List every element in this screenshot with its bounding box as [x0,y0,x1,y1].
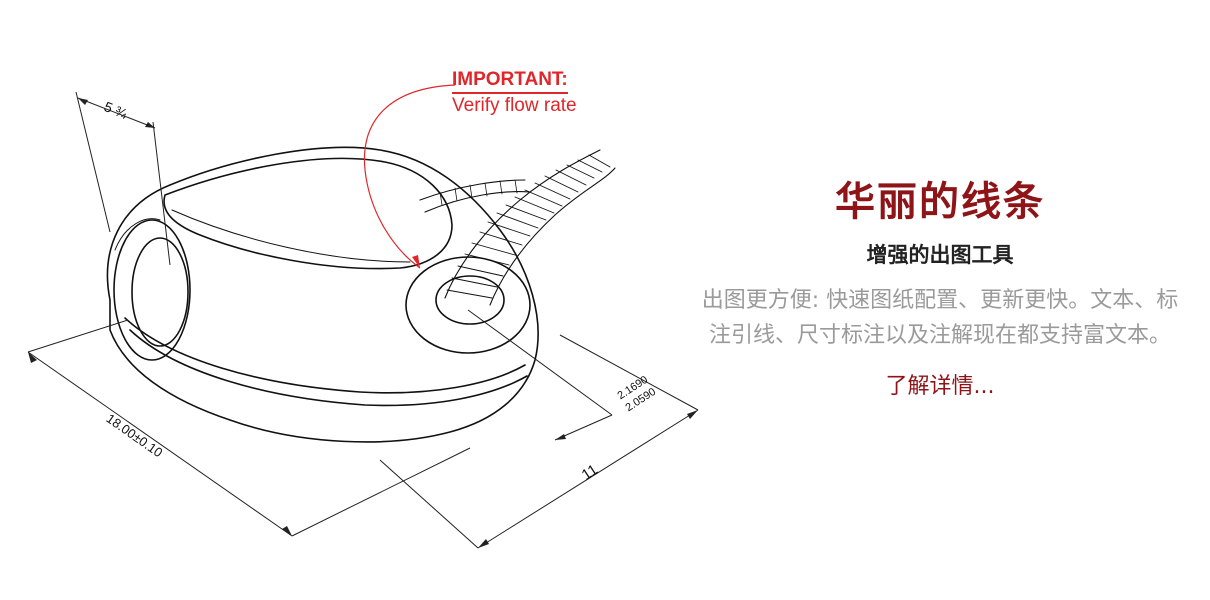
back-hose [419,179,526,201]
callout-text: Verify flow rate [452,94,577,116]
callout-heading: IMPORTANT: [452,69,568,94]
important-callout: IMPORTANT: Verify flow rate [452,69,577,117]
callout-leader [363,84,456,269]
lid-outline [163,157,453,270]
vacuum-drawing: IMPORTANT: Verify flow rate 5 ¾ 18.00±0.… [27,69,699,549]
feature-panel: 华丽的线条 增强的出图工具 出图更方便: 快速图纸配置、更新更快。文本、标注引线… [690,178,1190,400]
wheel [113,219,191,361]
feature-title: 华丽的线条 [835,179,1045,225]
dim-line-top [77,97,156,129]
learn-more-link[interactable]: 了解详情... [885,373,995,399]
body-outline [106,146,539,443]
feature-description: 出图更方便: 快速图纸配置、更新更快。文本、标注引线、尺寸标注以及注解现在都支持… [701,288,1179,349]
side-band [124,317,526,394]
dim-line-tolerance [467,309,613,416]
hose-port [405,256,531,354]
hose [444,149,616,306]
feature-subtitle: 增强的出图工具 [866,243,1014,267]
dim-line-width [477,409,699,549]
vacuum-illustration [27,84,699,549]
dim-line-length [27,351,293,537]
